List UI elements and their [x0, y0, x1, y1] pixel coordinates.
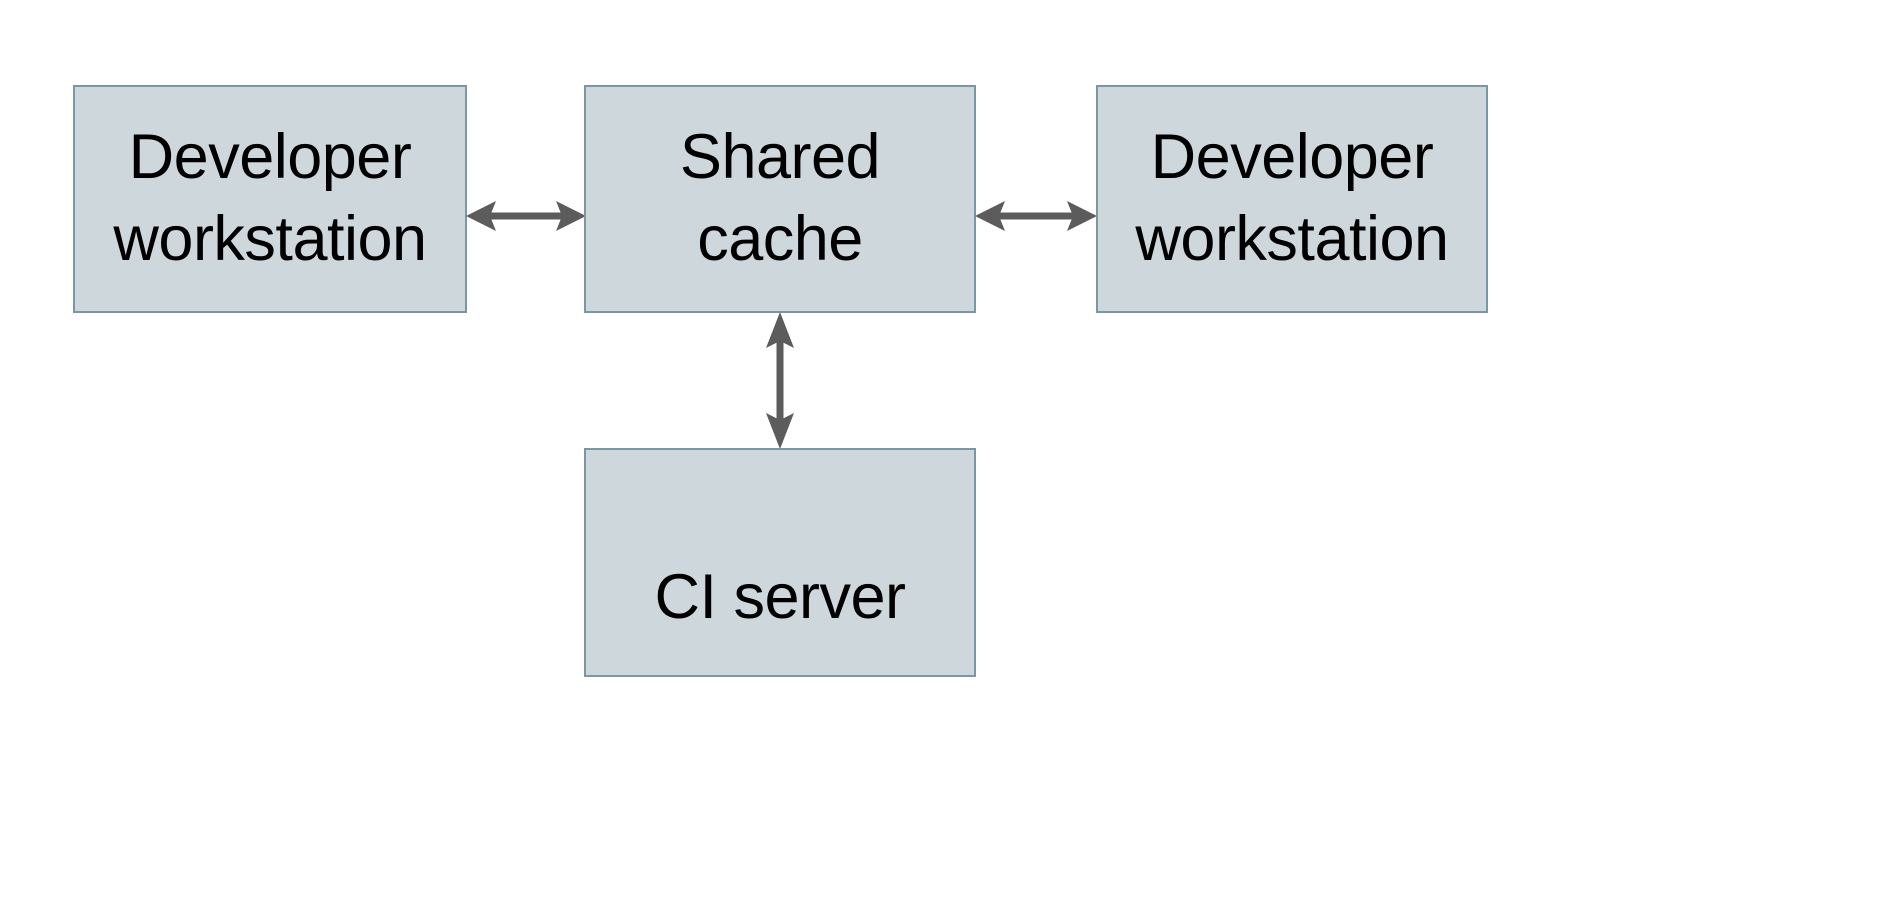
- node-developer-workstation-right[interactable]: Developer workstation: [1096, 85, 1488, 313]
- node-shared-cache[interactable]: Shared cache: [584, 85, 976, 313]
- edge-developer-workstation-left-to-shared-cache: [466, 196, 586, 236]
- edge-shared-cache-to-ci-server: [760, 312, 800, 449]
- double-arrow-horizontal-icon: [466, 201, 586, 231]
- node-label-shared-cache: Shared cache: [679, 122, 881, 274]
- node-label-developer-workstation-right: Developer workstation: [1135, 122, 1449, 274]
- node-ci-server[interactable]: CI server: [584, 448, 976, 677]
- edge-shared-cache-to-developer-workstation-right: [975, 196, 1097, 236]
- double-arrow-horizontal-icon: [975, 201, 1097, 231]
- node-label-developer-workstation-left: Developer workstation: [113, 122, 427, 274]
- node-developer-workstation-left[interactable]: Developer workstation: [73, 85, 467, 313]
- double-arrow-vertical-icon: [766, 312, 794, 449]
- node-label-ci-server: CI server: [654, 561, 906, 632]
